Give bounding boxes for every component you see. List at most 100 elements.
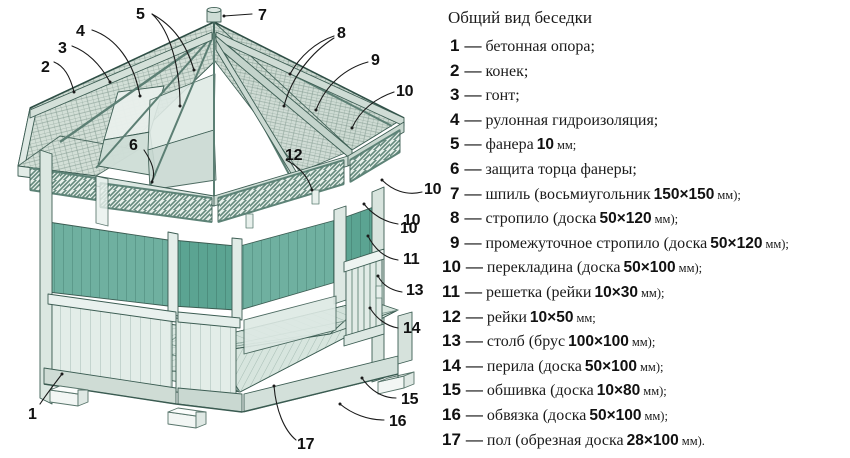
callout-number-17-19: 17 [297, 436, 315, 453]
gazebo-illustration [17, 6, 423, 441]
callout-number-15-17: 15 [401, 391, 419, 408]
legend-item-number: 3 [450, 85, 460, 105]
legend-item-number: 2 [450, 60, 460, 80]
callout-number-9-8: 9 [371, 52, 380, 69]
legend-item-text: пол (обрезная доска [486, 431, 624, 449]
legend-item-number: 4 [450, 109, 460, 129]
legend-item-dash: — [464, 60, 482, 80]
legend-item-dimension: 50×120 [599, 210, 652, 228]
callout-number-4-3: 4 [76, 23, 85, 40]
legend-item-text: столб (брус [486, 333, 566, 351]
legend-item-dash: — [464, 36, 482, 55]
legend-item-unit: мм); [641, 286, 665, 300]
legend-item-dash: — [464, 134, 482, 154]
legend-item-dash: — [465, 355, 483, 375]
legend-item-dimension: 50×120 [710, 234, 763, 252]
legend-item-4: 4—рулонная гидроизоляция; [450, 110, 658, 130]
legend-item-unit: мм); [678, 261, 703, 276]
legend-item-dash: — [465, 257, 483, 277]
callout-number-7-6: 7 [258, 7, 267, 24]
legend-item-number: 5 [450, 134, 460, 154]
callout-number-12-14: 12 [285, 147, 303, 164]
legend-item-dimension: 50×100 [623, 259, 676, 277]
legend-item-number: 10 [442, 257, 461, 277]
legend-item-dash: — [464, 232, 482, 252]
legend-item-text: бетонная опора; [485, 38, 595, 55]
callout-number-16-18: 16 [389, 413, 407, 430]
callout-number-13-15: 13 [406, 282, 424, 299]
legend-item-text: фанера [485, 136, 534, 154]
callout-number-2-1: 2 [41, 59, 50, 76]
legend-item-dash: — [464, 282, 482, 301]
legend-item-dash: — [465, 405, 483, 424]
legend-item-dash: — [464, 183, 482, 203]
legend-item-unit: мм); [643, 384, 667, 399]
legend-item-number: 1 [450, 36, 460, 55]
callout-number-8-7: 8 [337, 25, 346, 42]
legend-item-unit: мм; [556, 138, 577, 153]
legend-item-number: 6 [450, 159, 460, 178]
callout-number-11-13: 11 [403, 251, 420, 268]
legend-item-text: стропило (доска [485, 210, 597, 228]
legend-item-text: перекладина (доска [486, 259, 621, 277]
legend-item-dimension: 10×80 [596, 382, 641, 400]
legend-item-unit: мм); [640, 359, 664, 374]
legend-item-dimension: 10×50 [529, 308, 574, 326]
legend-item-dimension: 10×30 [594, 284, 639, 301]
legend-item-dimension: 150×150 [653, 185, 715, 203]
legend-item-number: 7 [450, 183, 460, 203]
legend-title: Общий вид беседки [448, 8, 592, 27]
legend-item-text: промежуточное стропило (доска [485, 234, 708, 252]
legend-item-dash: — [464, 109, 482, 129]
legend-item-text: рейки [486, 308, 527, 326]
legend-item-unit: мм); [654, 212, 679, 227]
legend-item-dash: — [465, 380, 483, 400]
legend-item-number: 11 [442, 282, 460, 301]
legend-item-text: обвязка (доска [486, 407, 587, 424]
legend-item-unit: мм); [717, 187, 741, 202]
callout-number-6-5: 6 [129, 137, 138, 154]
callout-number-3-2: 3 [58, 40, 67, 57]
legend-item-dash: — [464, 208, 482, 228]
legend-item-number: 13 [442, 331, 461, 351]
legend-item-number: 12 [442, 306, 461, 326]
legend-item-text: шпиль (восьмиугольник [485, 185, 651, 203]
legend-item-1: 1—бетонная опора; [450, 36, 595, 56]
legend-item-unit: мм); [765, 236, 789, 251]
legend-item-dimension: 50×100 [584, 357, 637, 375]
legend-item-2: 2—конек; [450, 61, 528, 81]
legend-item-text: защита торца фанеры; [485, 161, 637, 178]
legend-item-text: рулонная гидроизоляция; [485, 111, 659, 129]
legend-item-text: обшивка (доска [486, 382, 594, 400]
callout-number-10-9: 10 [396, 83, 414, 100]
legend-item-number: 8 [450, 208, 460, 228]
legend-item-dimension: 28×100 [626, 431, 679, 449]
legend-item-unit: мм; [576, 310, 596, 325]
callout-number-10-10: 10 [424, 181, 442, 198]
callout-number-5-4: 5 [136, 6, 145, 23]
legend-item-number: 15 [442, 380, 461, 400]
legend-item-dash: — [464, 85, 482, 105]
legend-item-text: конек; [485, 62, 529, 80]
legend-item-number: 9 [450, 232, 460, 252]
legend-item-unit: мм); [644, 409, 668, 423]
legend-panel: Общий вид беседки 1—бетонная опора;2—кон… [440, 0, 850, 458]
callout-number-10-11: 10 [403, 212, 421, 229]
callout-number-14-16: 14 [403, 320, 421, 337]
callout-number-1-0: 1 [28, 406, 37, 423]
legend-item-number: 16 [442, 405, 461, 424]
legend-item-unit: мм); [631, 335, 656, 350]
legend-item-text: перила (доска [486, 357, 582, 375]
